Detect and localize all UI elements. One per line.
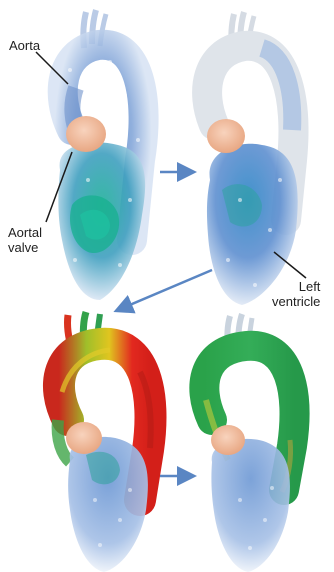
label-left-ventricle: Left ventricle: [272, 279, 320, 309]
label-aorta: Aorta: [9, 38, 40, 53]
heart-panel-bottom-right: [204, 314, 294, 572]
label-left-ventricle-line1: Left: [272, 279, 320, 294]
label-aortic-valve-line1: Aortal: [8, 225, 42, 240]
label-aortic-valve-line2: valve: [8, 240, 42, 255]
aortic-valve: [207, 119, 245, 153]
aortic-valve: [211, 425, 245, 455]
arrow-diagonal: [118, 270, 212, 310]
label-aortic-valve: Aortal valve: [8, 225, 42, 255]
aortic-valve: [66, 116, 106, 152]
label-left-ventricle-line2: ventricle: [272, 294, 320, 309]
heart-panel-bottom-left: [58, 312, 151, 572]
aortic-valve: [66, 422, 102, 454]
